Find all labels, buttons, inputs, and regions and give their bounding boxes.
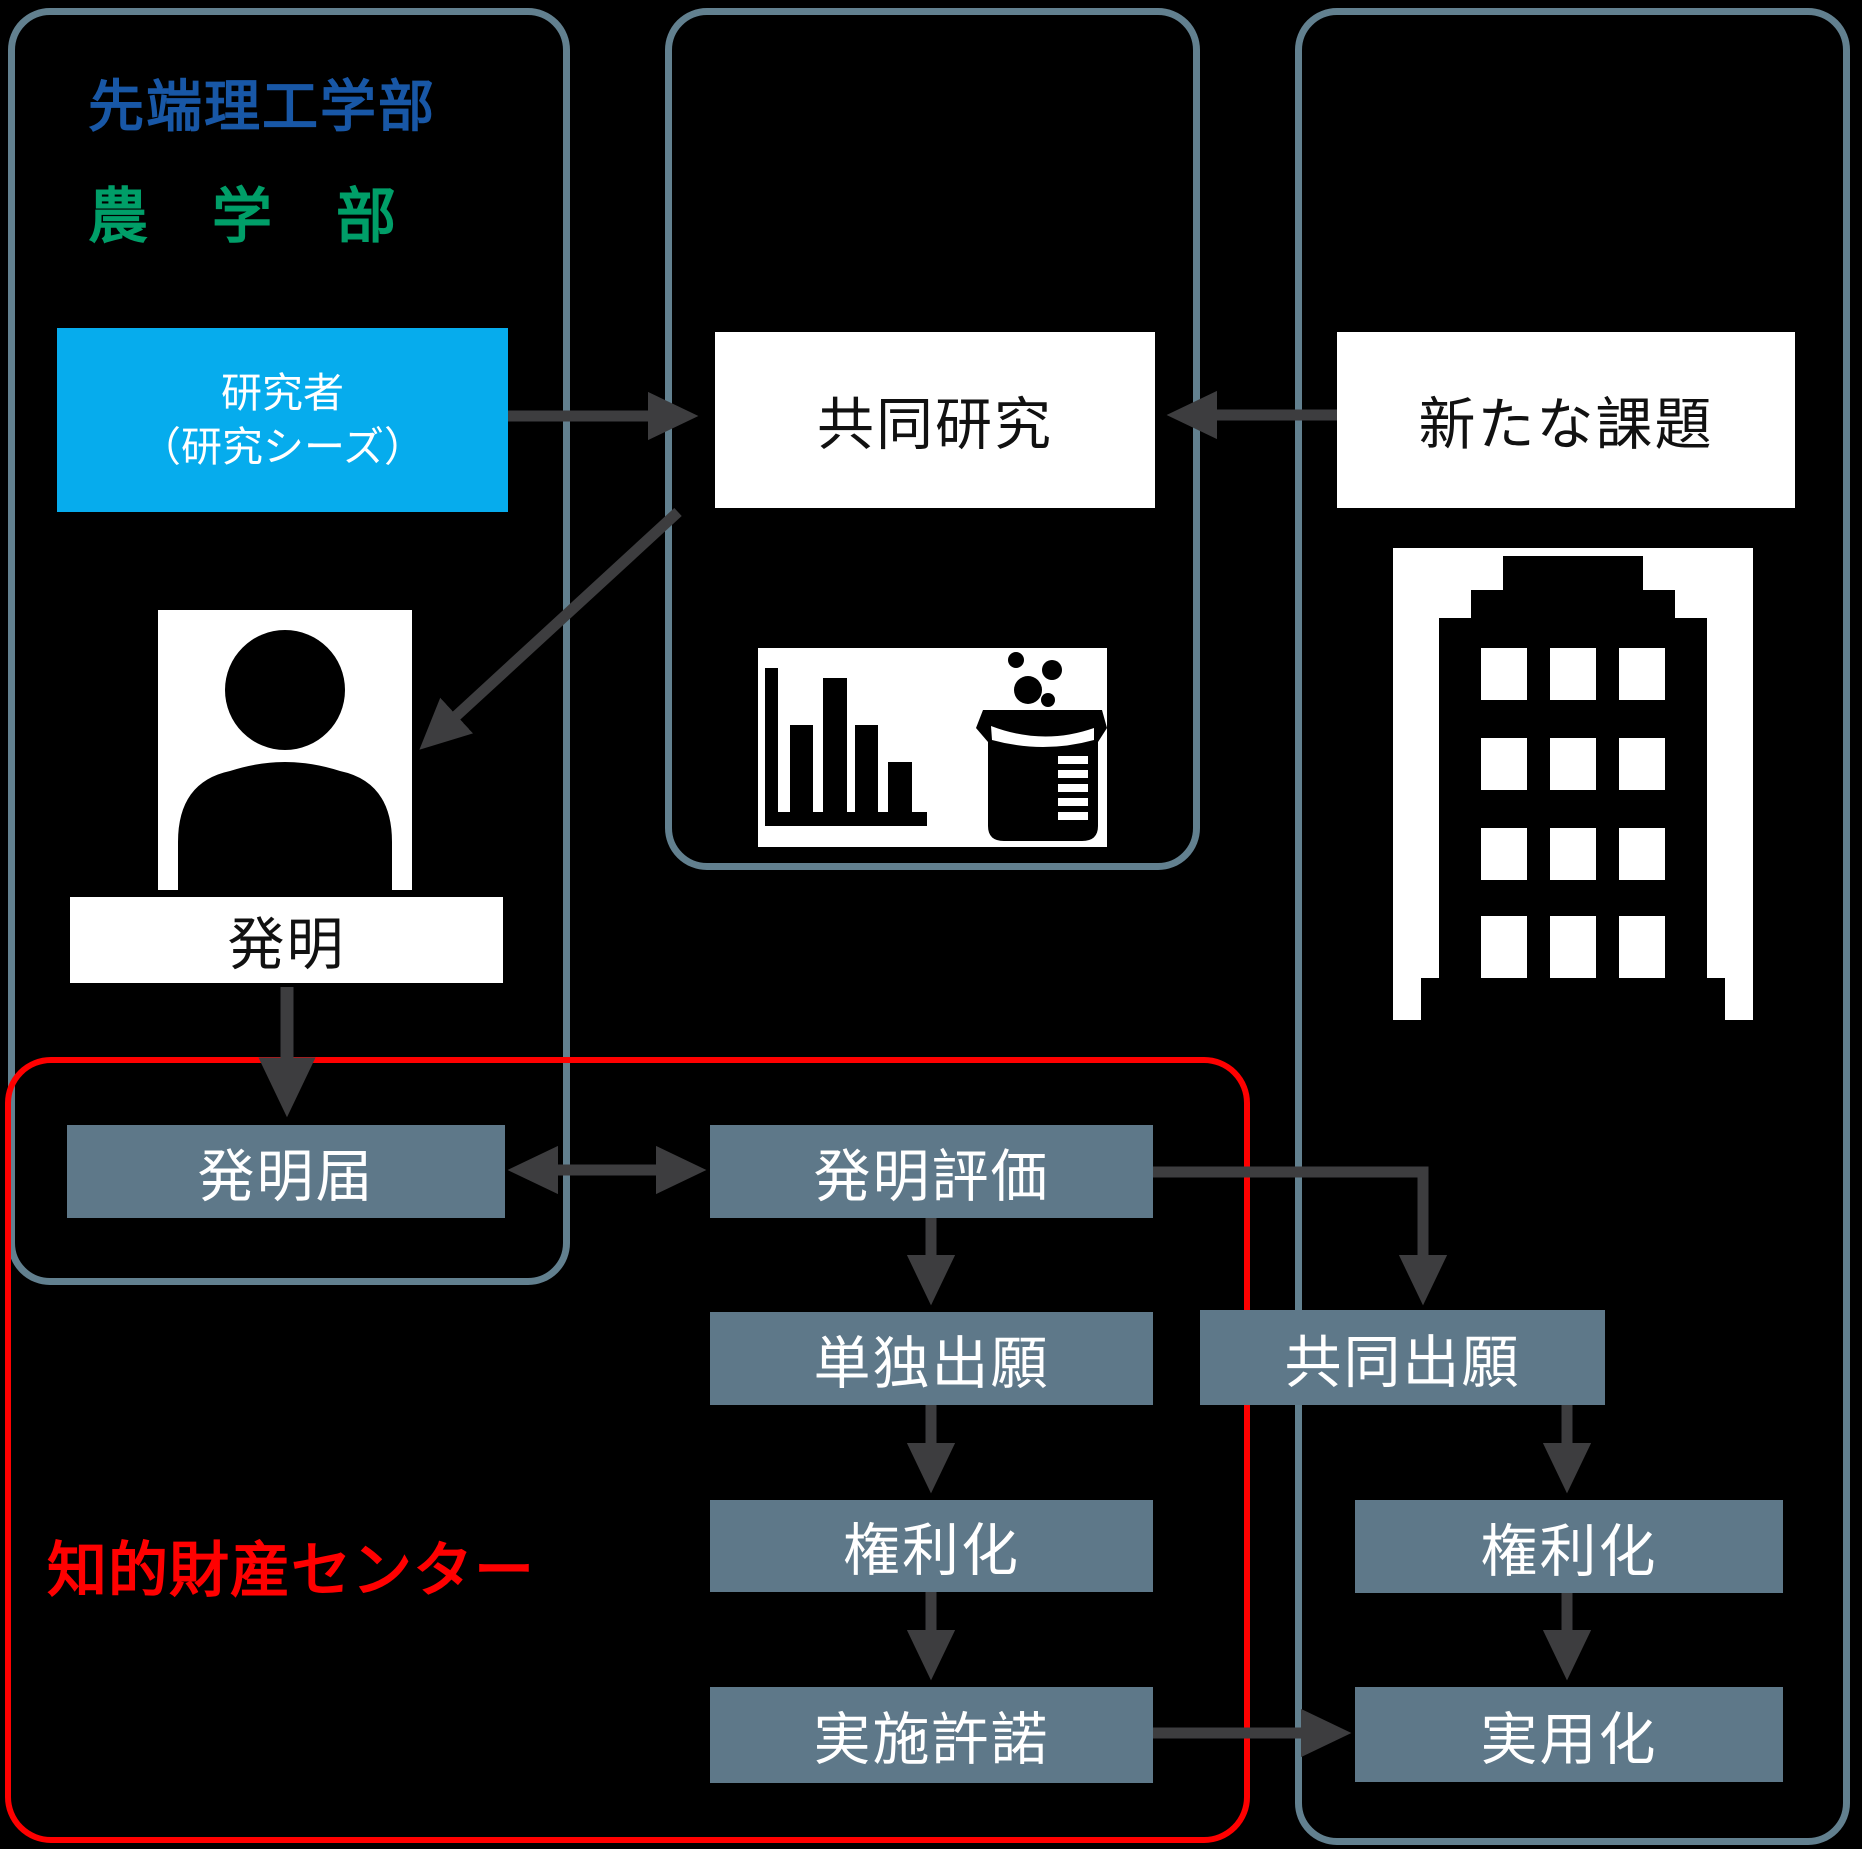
- sole-application-label: 単独出願: [813, 1331, 1050, 1396]
- researcher-box: 研究者 （研究シーズ）: [57, 328, 508, 512]
- practical-use-label: 実用化: [1480, 1707, 1658, 1772]
- invention-label: 発明: [227, 913, 346, 977]
- ip-center-region: [5, 1057, 1250, 1843]
- rights-acquisition-box-company: 権利化: [1355, 1500, 1783, 1593]
- joint-research-label: 共同研究: [817, 393, 1053, 457]
- new-issues-label: 新たな課題: [1418, 393, 1714, 457]
- research-activity-icon: [758, 648, 1107, 847]
- invention-evaluation-label: 発明評価: [813, 1144, 1050, 1209]
- practical-use-box: 実用化: [1355, 1687, 1783, 1782]
- license-box: 実施許諾: [710, 1687, 1153, 1783]
- new-issues-box: 新たな課題: [1337, 332, 1795, 508]
- invention-box: 発明: [70, 897, 503, 983]
- researcher-line2: （研究シーズ）: [140, 424, 425, 470]
- license-label: 実施許諾: [813, 1708, 1050, 1772]
- rights-acquisition-label-company: 権利化: [1480, 1519, 1658, 1584]
- invention-report-label: 発明届: [197, 1144, 375, 1209]
- joint-application-box: 共同出願: [1200, 1310, 1605, 1405]
- joint-research-box: 共同研究: [715, 332, 1155, 508]
- company-building-icon: [1393, 548, 1753, 1020]
- invention-evaluation-box: 発明評価: [710, 1125, 1153, 1218]
- researcher-line1: 研究者: [220, 369, 344, 416]
- rights-acquisition-box-center: 権利化: [710, 1500, 1153, 1592]
- rights-acquisition-label-center: 権利化: [843, 1519, 1020, 1583]
- dept-agriculture-label: 農 学 部: [88, 183, 398, 250]
- company-panel: [1295, 8, 1850, 1845]
- joint-application-label: 共同出願: [1284, 1330, 1521, 1395]
- ip-center-label: 知的財産センター: [47, 1537, 535, 1604]
- researcher-icon: [158, 610, 412, 890]
- invention-report-box: 発明届: [67, 1125, 505, 1218]
- sole-application-box: 単独出願: [710, 1312, 1153, 1405]
- beaker-icon: [976, 652, 1107, 841]
- dept-engineering-label: 先端理工学部: [88, 75, 436, 138]
- bar-chart-icon: [765, 668, 927, 826]
